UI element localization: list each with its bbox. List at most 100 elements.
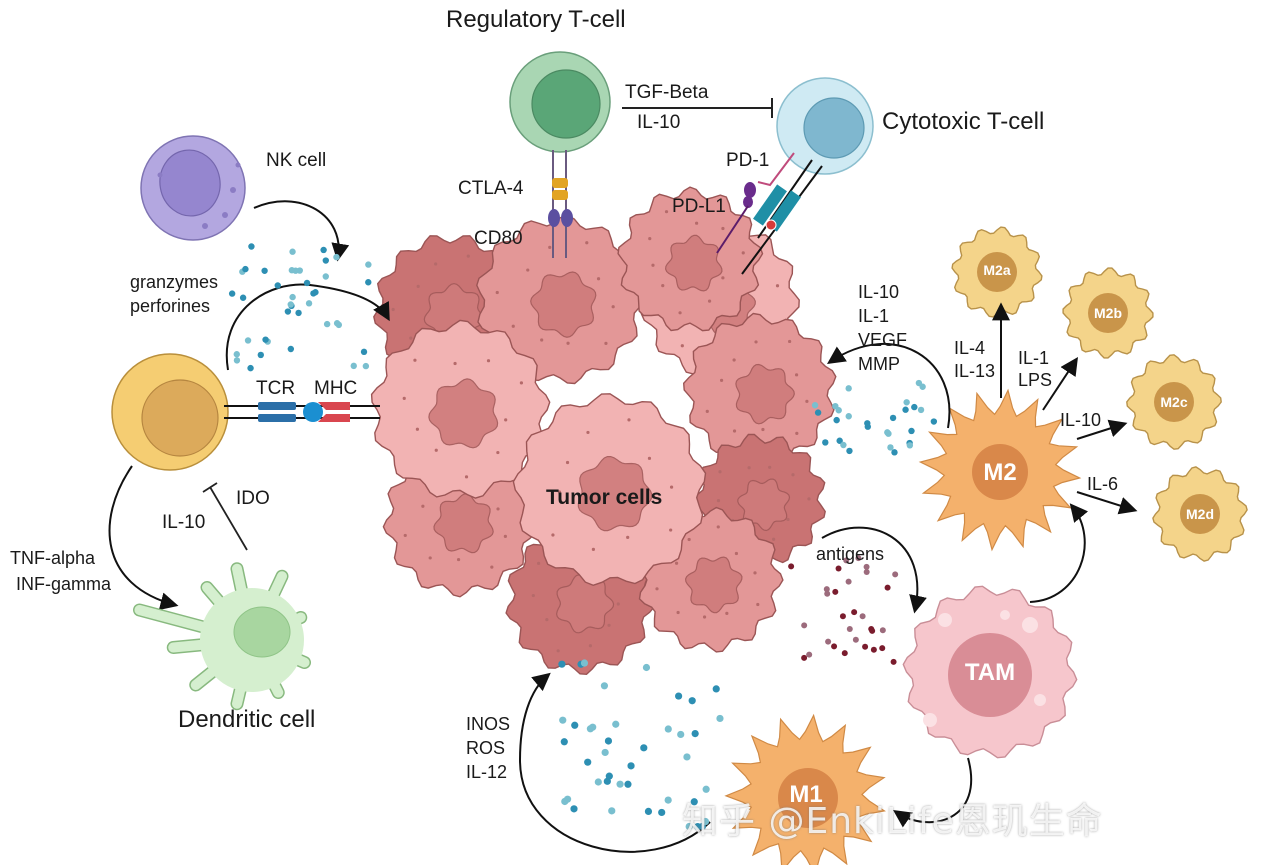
molecule-dot (664, 796, 672, 804)
molecule-dot (289, 248, 296, 255)
tumor-cell-granule (495, 290, 499, 295)
m2-to-m2b-arrow (1042, 356, 1078, 411)
tumor-cell-granule (415, 427, 420, 431)
molecule-dot (295, 309, 302, 317)
il10-dc-label: IL-10 (162, 512, 206, 533)
tam-to-m2-arrow (1029, 503, 1089, 603)
molecule-dot (600, 682, 609, 690)
molecule-dot (906, 442, 914, 449)
tumor-cell-granule (678, 311, 682, 315)
tumor-cell-nucleus (735, 363, 795, 425)
molecule-dot (640, 744, 648, 752)
molecule-dot (365, 279, 372, 286)
m2-secreted-il1: IL-1 (858, 306, 890, 326)
molecule-dot (257, 351, 264, 359)
molecule-dot (584, 758, 592, 766)
watermark: 知乎 @EnkiLife恩玑生命 (682, 801, 1103, 842)
tumor-cell-granule (718, 470, 722, 474)
to-m2d-label: IL-6 (1087, 474, 1119, 494)
granzymes-label: granzymes (130, 272, 219, 292)
tumor-cell-nucleus (664, 234, 723, 292)
tumor-cell-granule (680, 344, 684, 348)
molecule-dot (244, 337, 252, 344)
molecule-dot (287, 345, 295, 353)
tumor-cell-granule (453, 361, 457, 366)
molecule-dot (642, 663, 651, 672)
tumor-cell-granule (669, 485, 674, 489)
molecule-dot (289, 293, 296, 301)
tam-to-m1-arrow (893, 757, 973, 828)
m2-secreted-mmp: MMP (858, 354, 900, 374)
molecule-dot (627, 762, 635, 770)
dendritic-cell (133, 562, 311, 711)
molecule-dot (624, 780, 632, 788)
molecule-dot (228, 290, 236, 297)
tumor-cell-granule (805, 399, 809, 403)
m2-subtypes (951, 226, 1248, 562)
m2a-label: M2a (983, 261, 1011, 278)
tgf-beta-label: TGF-Beta (625, 82, 709, 103)
m2b-label: M2b (1094, 304, 1122, 321)
molecule-dot (892, 571, 899, 578)
molecule-dot (247, 364, 254, 372)
molecule-dot (305, 300, 313, 307)
molecule-dot (287, 301, 294, 308)
regulatory-t-cell (509, 51, 611, 153)
m2c-label: M2c (1160, 393, 1188, 410)
molecule-dot (855, 555, 862, 562)
tumor-cell-granule (604, 341, 608, 345)
tumor-cell-granule (611, 305, 615, 309)
molecule-dot (845, 578, 852, 585)
molecule-dot (333, 320, 341, 327)
tumor-cell-granule (651, 263, 655, 267)
molecule-dot (839, 613, 846, 620)
tumor-cell-nucleus (577, 456, 653, 532)
tumor-cell-granule (772, 537, 776, 541)
molecule-dot (605, 772, 613, 780)
m1-secreted-inos: INOS (466, 714, 511, 734)
molecule-dot (559, 716, 567, 724)
tumor-cell-granule (648, 237, 652, 241)
molecule-dot (845, 413, 852, 420)
molecule-dot (242, 265, 249, 273)
molecule-dot (675, 692, 683, 700)
tam-label: TAM (964, 659, 1016, 687)
molecule-dot (644, 807, 653, 816)
molecule-dot (261, 267, 268, 274)
tumor-cell-granule (511, 324, 515, 328)
regulatory-t-cell-label: Regulatory T-cell (446, 6, 626, 33)
molecule-dot (806, 651, 813, 658)
il10-treg-label: IL-10 (637, 112, 681, 133)
molecule-dot (859, 613, 866, 620)
mhc-label: MHC (314, 378, 358, 399)
molecule-dot (870, 646, 877, 653)
tumor-cell-nucleus (684, 556, 743, 614)
tumor-cell-granule (596, 277, 601, 281)
tumor-cell-granule (607, 623, 611, 627)
m1-label: M1 (789, 781, 823, 809)
molecule-dot (608, 807, 616, 815)
tam-vesicle (1022, 617, 1038, 633)
tumor-cell-granule (456, 557, 461, 562)
molecule-dot (589, 723, 597, 731)
molecule-dot (716, 714, 724, 723)
tumor-cell-granule (503, 534, 507, 538)
tumor-cell-granule (664, 210, 669, 214)
molecule-dot (691, 729, 699, 738)
tumor-cell-granule (504, 418, 508, 422)
tumor-cell-granule (556, 649, 560, 653)
molecule-dot (908, 427, 915, 435)
t-cell-to-dendritic-arrow (108, 465, 179, 610)
tumor-cell-granule (791, 473, 795, 477)
m1-nucleus (778, 768, 838, 828)
tumor-cell-nucleus (433, 493, 494, 554)
molecule-dot (851, 609, 858, 616)
tumor-cell-granule (428, 556, 432, 560)
molecule-dot (248, 243, 255, 250)
molecule-dot (664, 725, 672, 733)
tam-cell (902, 585, 1078, 759)
molecule-dot (814, 409, 822, 416)
molecule-dot (323, 320, 331, 328)
molecule-dot (930, 418, 938, 425)
antigens-to-tam-arrow (821, 526, 927, 614)
